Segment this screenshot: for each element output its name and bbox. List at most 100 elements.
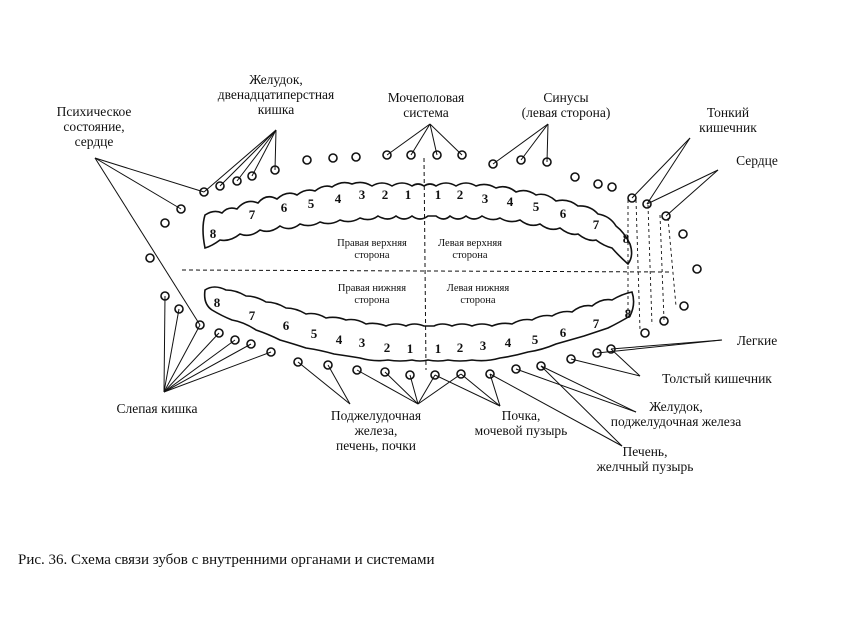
leader-line — [163, 332, 220, 393]
tooth-number-lower-left-2: 2 — [457, 340, 464, 355]
leader-line — [417, 373, 462, 405]
leader-line — [429, 123, 438, 156]
leader-line — [163, 339, 236, 393]
label-stomach-duodenum: Желудок, двенадцатиперстная кишка — [217, 72, 335, 117]
tooth-number-lower-left-6: 6 — [560, 325, 567, 340]
tooth-number-lower-left-4: 4 — [505, 335, 512, 350]
leader-lines — [94, 123, 723, 447]
leader-line — [274, 129, 277, 171]
leader-line — [384, 371, 419, 405]
leader-line — [520, 123, 549, 161]
tooth-number-upper-left-8: 8 — [623, 231, 630, 246]
tooth-number-lower-left-8: 8 — [625, 306, 632, 321]
leader-line — [251, 129, 277, 177]
tooth-number-lower-right-1: 8 — [214, 295, 221, 310]
tooth-number-upper-left-5: 5 — [533, 199, 540, 214]
label-heart: Сердце — [736, 153, 778, 168]
lower-jaw-outline — [203, 286, 635, 362]
tooth-number-upper-right-5: 4 — [335, 191, 342, 206]
leader-line — [236, 129, 277, 182]
figure-caption: Рис. 36. Схема связи зубов с внутренними… — [18, 552, 435, 568]
contact-point — [570, 172, 580, 182]
label-lungs: Легкие — [736, 333, 778, 348]
dashed-leader — [667, 217, 677, 307]
contact-point — [679, 301, 689, 311]
leader-line — [429, 123, 463, 156]
contact-point — [678, 229, 688, 239]
leader-line — [94, 157, 182, 210]
leader-line — [489, 373, 501, 407]
tooth-number-upper-left-4: 4 — [507, 194, 514, 209]
vertical-midline — [423, 157, 427, 371]
tooth-number-lower-right-3: 6 — [283, 318, 290, 333]
quadrant-lower-right: Правая нижняя сторона — [337, 283, 407, 306]
leader-line — [610, 348, 641, 377]
contact-point — [328, 153, 338, 163]
leader-line — [646, 137, 691, 205]
leader-line — [489, 373, 623, 447]
tooth-number-upper-right-3: 6 — [281, 200, 288, 215]
contact-point — [145, 253, 155, 263]
leader-line — [327, 364, 351, 405]
label-sinuses: Синусы (левая сторона) — [521, 90, 611, 120]
leader-line — [460, 373, 501, 407]
label-large-intestine: Толстый кишечник — [662, 371, 772, 386]
tooth-number-upper-right-2: 7 — [249, 207, 256, 222]
leader-line — [546, 123, 549, 163]
leader-line — [163, 308, 180, 393]
tooth-number-upper-right-7: 2 — [382, 187, 389, 202]
tooth-number-lower-right-8: 1 — [407, 341, 414, 356]
tooth-number-lower-right-7: 2 — [384, 340, 391, 355]
leader-line — [417, 374, 436, 405]
label-small-intestine: Тонкий кишечник — [699, 105, 757, 135]
label-cecum: Слепая кишка — [116, 401, 198, 416]
label-stomach-pancreas: Желудок, поджелудочная железа — [610, 399, 742, 429]
leader-line — [94, 157, 205, 193]
leader-line — [409, 374, 419, 405]
contact-point — [692, 264, 702, 274]
leader-line — [410, 123, 431, 156]
tooth-number-lower-right-5: 4 — [336, 332, 343, 347]
dashed-leader — [635, 199, 641, 331]
leader-line — [163, 343, 252, 393]
contact-point — [302, 155, 312, 165]
leader-line — [596, 339, 723, 354]
contact-point — [593, 179, 603, 189]
contact-point — [607, 182, 617, 192]
leader-line — [203, 129, 277, 193]
label-psych-heart: Психическое состояние, сердце — [56, 104, 132, 149]
leader-line — [297, 361, 351, 405]
horizontal-midline — [181, 269, 673, 273]
contact-point — [351, 152, 361, 162]
tooth-number-upper-left-2: 2 — [457, 187, 464, 202]
leader-line — [515, 368, 637, 413]
tooth-number-upper-left-1: 1 — [435, 187, 442, 202]
tooth-number-upper-left-6: 6 — [560, 206, 567, 221]
tooth-number-lower-right-2: 7 — [249, 308, 256, 323]
leader-line — [631, 137, 691, 199]
dashed-leader — [659, 214, 665, 321]
leader-line — [540, 365, 637, 413]
tooth-number-lower-right-6: 3 — [359, 335, 366, 350]
quadrant-lower-left: Левая нижняя сторона — [446, 283, 510, 306]
label-urogenital: Мочеполовая система — [387, 90, 465, 120]
tooth-number-lower-left-5: 5 — [532, 332, 539, 347]
leader-line — [386, 123, 431, 156]
leader-line — [219, 129, 277, 187]
leader-line — [163, 295, 166, 393]
contact-point — [640, 328, 650, 338]
leader-line — [434, 374, 501, 407]
leader-line — [665, 169, 719, 217]
leader-line — [163, 351, 272, 393]
tooth-number-upper-right-8: 1 — [405, 187, 412, 202]
label-pancreas-liver-kidneys: Поджелудочная железа, печень, почки — [330, 408, 422, 453]
leader-line — [570, 358, 641, 377]
tooth-number-upper-right-4: 5 — [308, 196, 315, 211]
dashed-leader — [647, 204, 653, 326]
leader-line — [94, 157, 201, 326]
tooth-number-lower-left-1: 1 — [435, 341, 442, 356]
tooth-number-upper-left-7: 7 — [593, 217, 600, 232]
